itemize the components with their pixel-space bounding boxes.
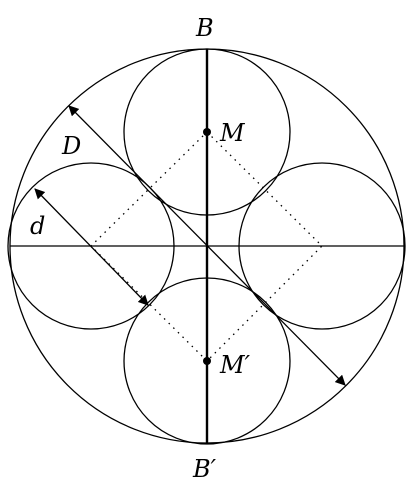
label-m-prime: M′ <box>219 351 251 379</box>
center-point-m-prime <box>203 357 211 365</box>
label-b: B <box>195 14 214 42</box>
label-b-prime: B′ <box>192 455 217 483</box>
label-m: M <box>219 119 246 147</box>
label-big-d: D <box>61 132 81 160</box>
label-small-d: d <box>30 212 45 240</box>
center-point-m <box>203 128 211 136</box>
big-diameter-arrow <box>68 105 346 386</box>
small-diameter-arrow <box>34 188 149 306</box>
